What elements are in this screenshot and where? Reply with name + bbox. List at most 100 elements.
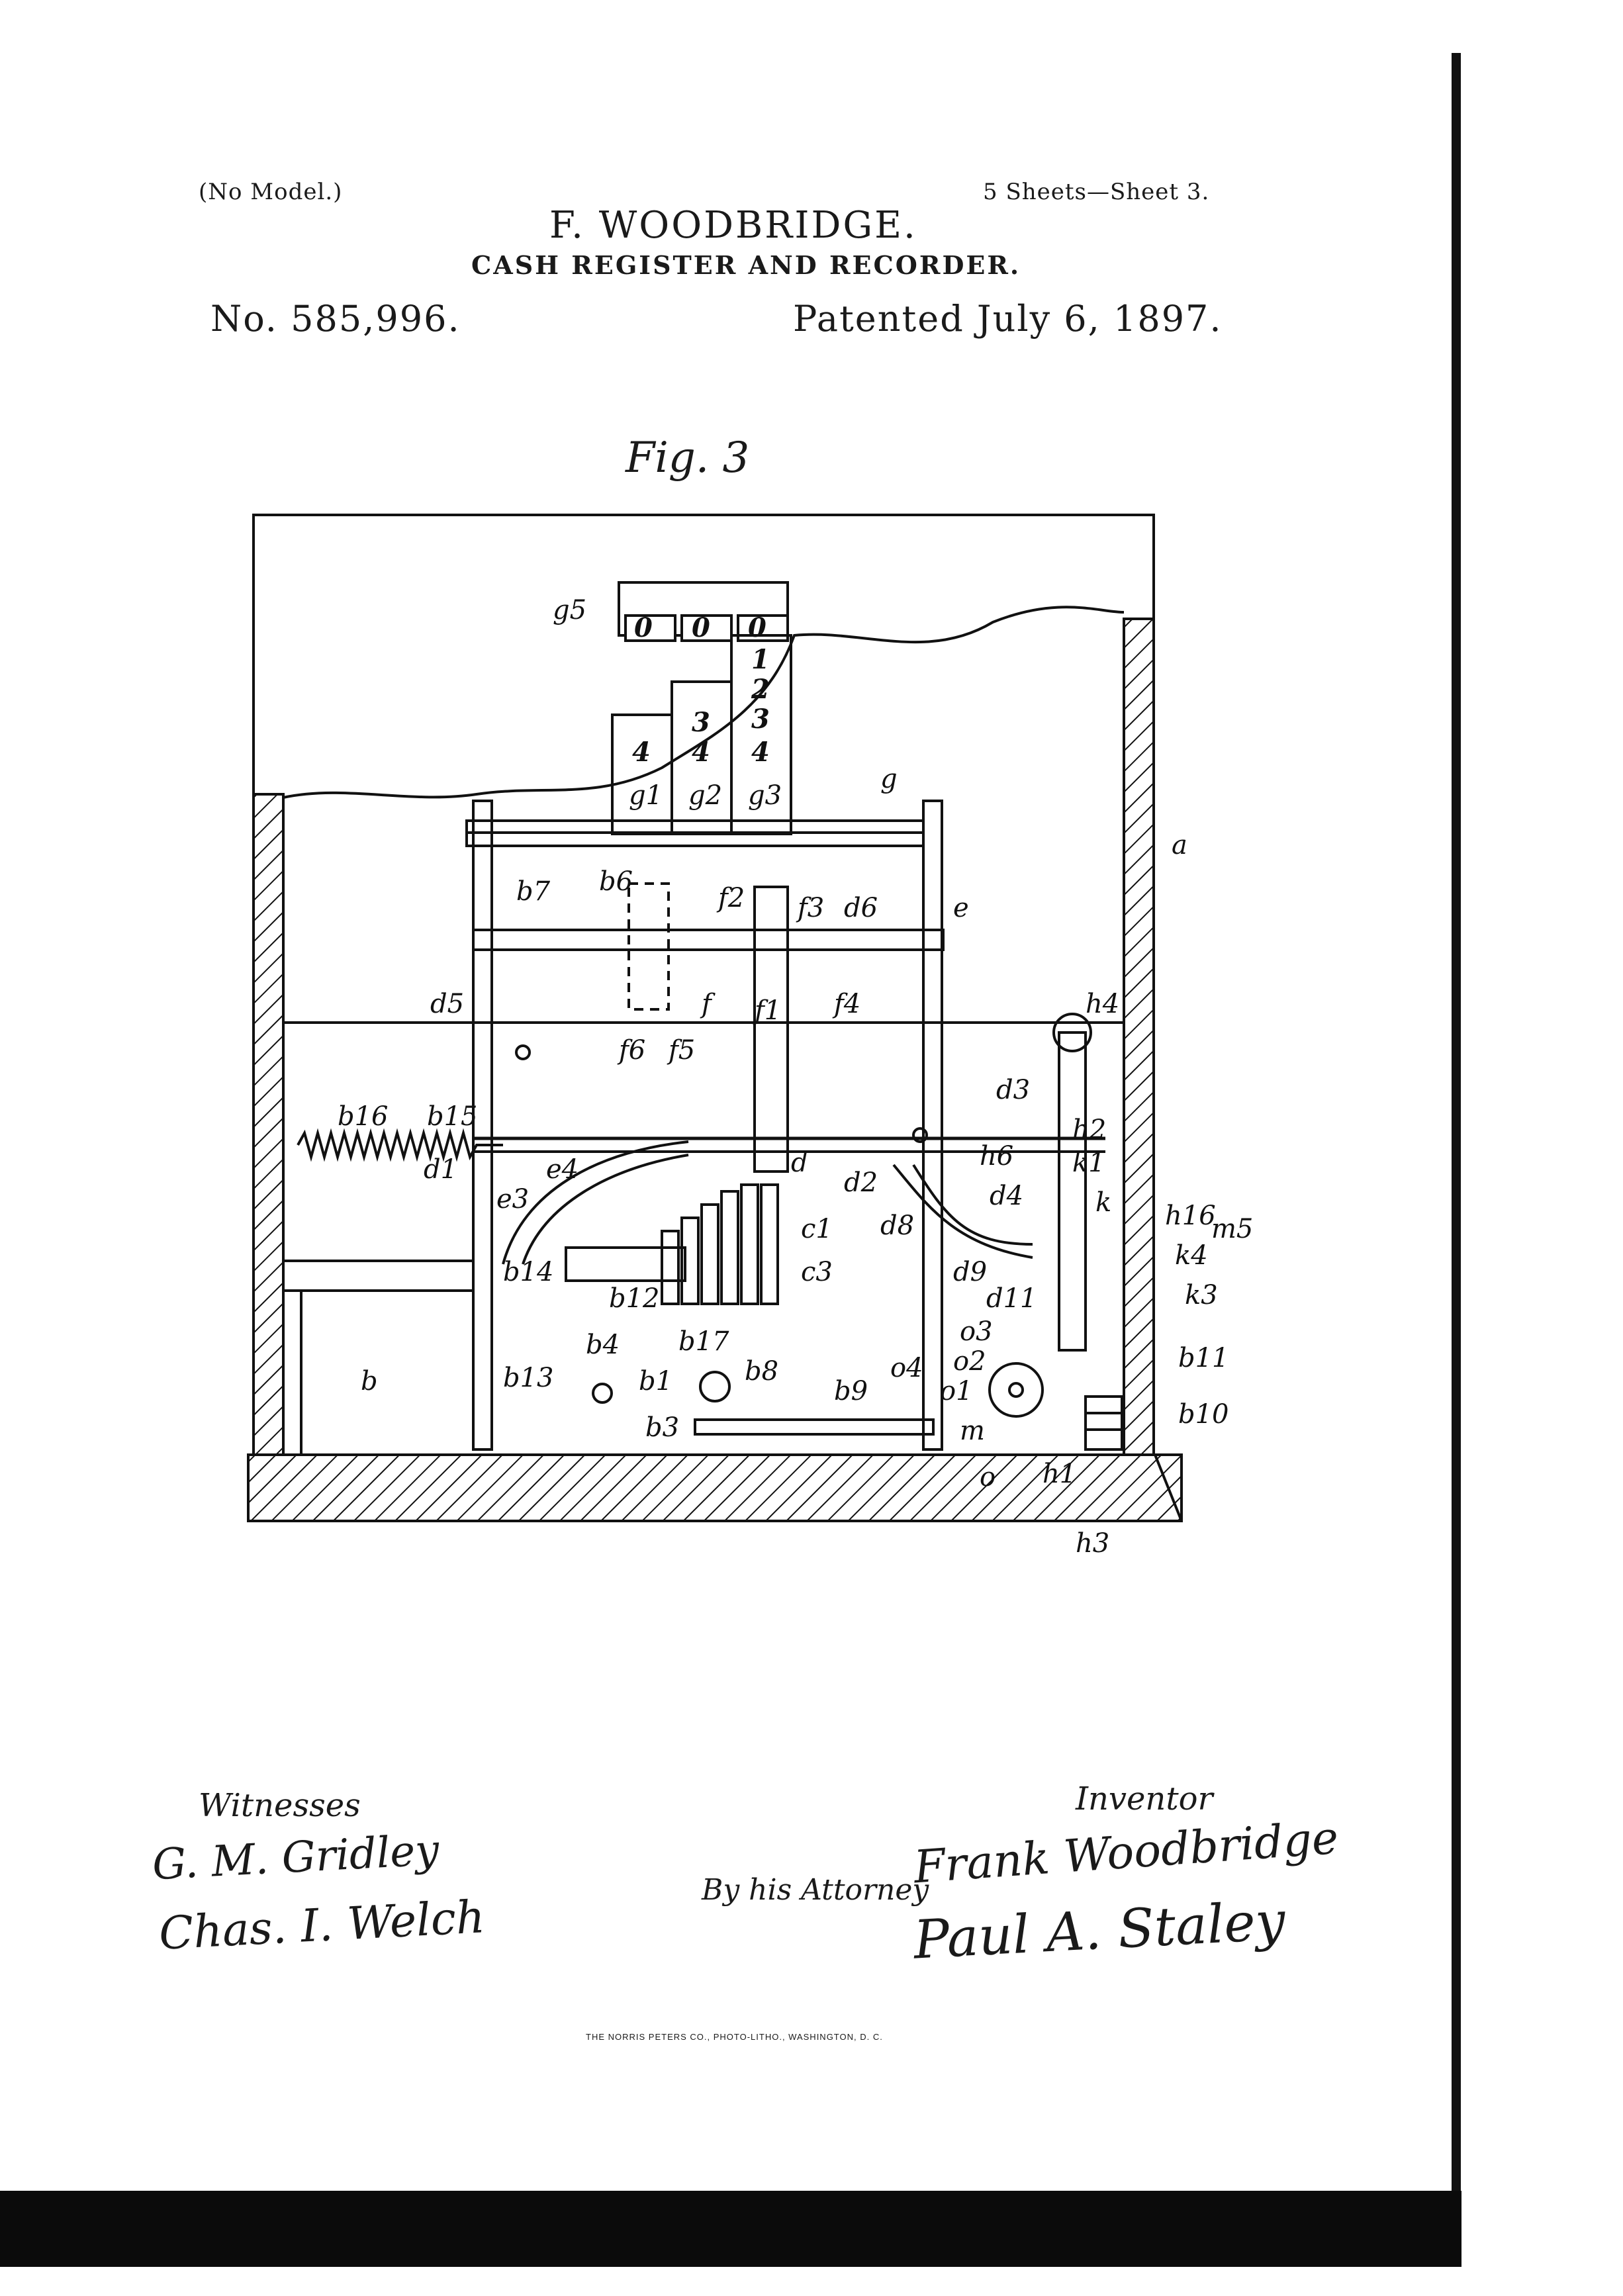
ref-label: d4 xyxy=(990,1181,1023,1211)
ref-label: m xyxy=(960,1416,985,1446)
bar-b9 xyxy=(694,1418,935,1436)
ref-label: c3 xyxy=(801,1257,833,1287)
ref-label: g1 xyxy=(629,780,663,811)
ratchet-wheel-o xyxy=(988,1362,1044,1418)
ref-label: f3 xyxy=(796,893,824,923)
ref-label: o2 xyxy=(953,1346,986,1377)
base-hatched xyxy=(247,1453,1183,1522)
block-b10 xyxy=(1084,1395,1123,1451)
cabinet-outline xyxy=(252,514,1155,1456)
ref-label: d8 xyxy=(880,1211,914,1241)
wheel2-digit-1: 3 xyxy=(692,707,710,738)
ref-label: g3 xyxy=(748,780,782,811)
ref-label: d9 xyxy=(953,1257,987,1287)
ref-label: k3 xyxy=(1185,1280,1218,1310)
ref-label: h4 xyxy=(1086,989,1119,1019)
by-attorney-label: By his Attorney xyxy=(702,1873,929,1907)
figure-label: Fig. 3 xyxy=(626,434,750,482)
ref-label: g2 xyxy=(688,780,722,811)
gear-b12 xyxy=(565,1246,686,1282)
ref-label: b9 xyxy=(834,1376,868,1406)
ref-label: e4 xyxy=(546,1154,579,1185)
ref-label: b13 xyxy=(503,1363,554,1393)
ref-label: e3 xyxy=(496,1184,529,1215)
ref-label: h16 xyxy=(1165,1201,1216,1231)
lever-d8 xyxy=(892,1164,1033,1259)
ref-label: b1 xyxy=(639,1366,672,1397)
ref-label: d3 xyxy=(996,1075,1030,1105)
wheel3-digit-2: 2 xyxy=(751,674,770,705)
scan-bottom-band xyxy=(0,2191,1461,2267)
ref-label: o3 xyxy=(960,1316,993,1347)
ref-label: k xyxy=(1095,1187,1111,1218)
ref-label: h2 xyxy=(1072,1115,1106,1145)
inventor-name-heading: F. WOODBRIDGE. xyxy=(549,204,917,247)
inventor-label: Inventor xyxy=(1076,1780,1213,1817)
ref-label: b11 xyxy=(1178,1343,1229,1373)
ref-label: h3 xyxy=(1076,1528,1109,1559)
ref-label: b16 xyxy=(338,1101,389,1132)
wheel1-digit: 4 xyxy=(632,737,651,768)
ref-label: o4 xyxy=(890,1353,923,1383)
ref-label: d6 xyxy=(844,893,878,923)
ref-label: d5 xyxy=(430,989,464,1019)
ref-label: b17 xyxy=(678,1326,729,1357)
sheet-count: 5 Sheets—Sheet 3. xyxy=(983,179,1210,205)
ref-label: o xyxy=(980,1462,996,1492)
ref-label: d2 xyxy=(844,1168,878,1198)
ref-label: c1 xyxy=(801,1214,833,1244)
counter-digit-2: 0 xyxy=(692,612,710,643)
ref-label: f4 xyxy=(832,989,860,1019)
post-h2 xyxy=(1058,1031,1087,1352)
right-wall-hatched xyxy=(1123,618,1155,1456)
patented-date: Patented July 6, 1897. xyxy=(793,298,1223,340)
ref-label: o1 xyxy=(940,1376,973,1406)
ref-label: g5 xyxy=(553,595,586,625)
ref-label: b3 xyxy=(645,1412,679,1443)
key-f1 xyxy=(753,886,789,1173)
ref-label: b14 xyxy=(503,1257,554,1287)
ref-label: k1 xyxy=(1072,1148,1105,1178)
counter-digit-3: 0 xyxy=(748,612,766,643)
wheel3-digit-4: 4 xyxy=(751,737,770,768)
ref-label: b6 xyxy=(599,866,633,897)
ref-label: g xyxy=(880,764,898,794)
ref-label: b12 xyxy=(609,1283,660,1314)
ref-label: b15 xyxy=(427,1101,478,1132)
ref-label: m5 xyxy=(1211,1214,1253,1244)
shaft-d6 xyxy=(472,929,945,951)
lever-e3 xyxy=(502,1140,689,1265)
patent-number: No. 585,996. xyxy=(210,298,461,340)
wheel2-digit-2: 4 xyxy=(692,737,710,768)
ref-label: d1 xyxy=(424,1154,457,1185)
printer-imprint: THE NORRIS PETERS CO., PHOTO-LITHO., WAS… xyxy=(586,2032,883,2042)
ref-label: b8 xyxy=(745,1356,778,1387)
wheel3-digit-1: 1 xyxy=(751,644,770,675)
spring-b16 xyxy=(297,1128,503,1162)
model-note: (No Model.) xyxy=(199,179,343,205)
ref-label: b7 xyxy=(516,876,551,907)
left-wall-hatched xyxy=(252,793,285,1456)
ref-label: e xyxy=(953,893,969,923)
left-frame-e xyxy=(472,800,493,1451)
plate-stack-c xyxy=(661,1183,779,1305)
ref-label: h6 xyxy=(980,1141,1013,1171)
right-frame-e xyxy=(922,800,943,1451)
ref-label: f5 xyxy=(667,1035,695,1066)
ref-label: f1 xyxy=(753,995,781,1026)
ref-label: f xyxy=(700,989,716,1019)
ref-label: k4 xyxy=(1175,1240,1208,1271)
ref-label: f6 xyxy=(617,1035,645,1066)
ref-label: f2 xyxy=(716,883,745,913)
ref-label: b xyxy=(361,1366,378,1397)
ref-label: b4 xyxy=(586,1330,620,1360)
ref-label: d11 xyxy=(986,1283,1037,1314)
wheel3-digit-3: 3 xyxy=(751,704,770,735)
scan-edge-bar xyxy=(1452,53,1461,2197)
ref-label: h1 xyxy=(1043,1459,1076,1489)
reference-labels: g5 g g1 g2 g3 a e b7 b6 f2 f3 d6 d5 f f1… xyxy=(338,595,1253,1559)
witnesses-label: Witnesses xyxy=(199,1787,361,1824)
ref-label: a xyxy=(1172,830,1187,860)
ref-label: b10 xyxy=(1178,1399,1229,1430)
